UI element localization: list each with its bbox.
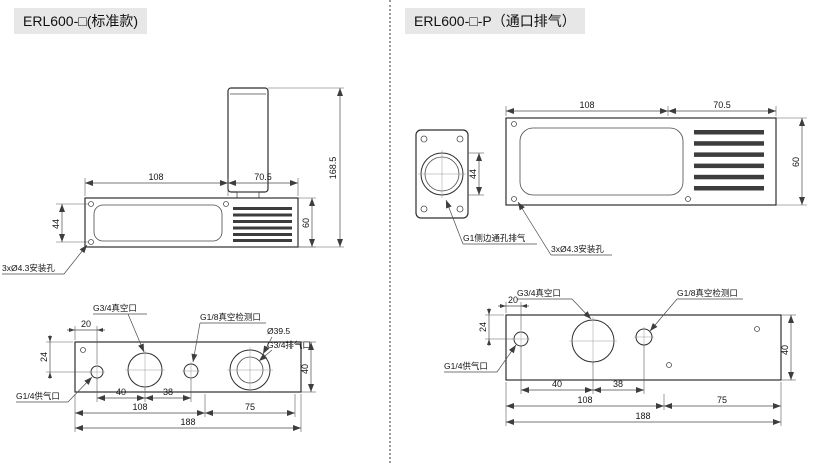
exhaust-top-view-labels: G3/4真空口 G1/8真空检测口 G1/4供气口: [444, 288, 743, 373]
mount-holes-label: 3xØ4.3安装孔: [2, 263, 55, 273]
exhaust-top-view-dimensions: 20 24 40 38: [478, 295, 796, 426]
flange-hole: [456, 135, 464, 143]
dim-24: 24: [39, 352, 49, 362]
dim-60: 60: [791, 157, 801, 167]
dim-44: 44: [468, 169, 478, 179]
side-exhaust-label: G1侧边通孔排气: [463, 233, 526, 243]
dim-40-width: 40: [780, 345, 790, 355]
dim-108: 108: [579, 100, 594, 110]
mount-hole: [685, 196, 691, 202]
standard-side-view-dimensions: 108 70.5 168.5 44 60: [51, 87, 344, 248]
body-slot: [93, 204, 223, 242]
vent-slots: [233, 207, 292, 242]
dim-40: 40: [552, 379, 562, 389]
vacuum-detect-label: G1/8真空检测口: [677, 288, 738, 298]
vacuum-port-label: G3/4真空口: [517, 288, 561, 298]
dim-108: 108: [132, 402, 147, 412]
port-exhaust-model-drawing: 44: [415, 100, 807, 426]
dim-188: 188: [635, 411, 650, 421]
dim-20: 20: [508, 295, 518, 305]
flange-hole: [420, 135, 428, 143]
flange-hole: [456, 205, 464, 213]
diameter-label: Ø39.5: [267, 326, 290, 336]
body-outline: [84, 197, 299, 248]
dim-40-width: 40: [300, 364, 310, 374]
panel-title-standard: ERL600-□(标准款): [14, 8, 148, 34]
silencer-neck: [236, 191, 260, 199]
flange-outline: [415, 129, 469, 219]
vacuum-detect-label: G1/8真空检测口: [200, 312, 261, 322]
dim-70-5: 70.5: [713, 100, 731, 110]
dim-38: 38: [163, 387, 173, 397]
top-view-outline: [74, 341, 302, 393]
top-view-outline: [505, 314, 782, 381]
dim-70-5: 70.5: [254, 172, 272, 182]
panel-title-port-exhaust: ERL600-□-P（通口排气）: [405, 8, 585, 34]
exhaust-side-view-dimensions: 108 70.5 60: [505, 100, 807, 206]
standard-mount-holes-callout: 3xØ4.3安装孔: [2, 244, 88, 275]
body-outline: [505, 117, 777, 206]
exhaust-mount-holes-callout: 3xØ4.3安装孔: [517, 201, 612, 256]
dim-60: 60: [301, 218, 311, 228]
dim-75: 75: [245, 402, 255, 412]
vent-slots: [694, 130, 764, 191]
exhaust-side-exhaust-callout: G1侧边通孔排气: [445, 199, 537, 245]
body-slot: [519, 127, 684, 196]
dim-108: 108: [148, 172, 163, 182]
exhaust-port-label: G3/4排气口: [267, 340, 311, 350]
exhaust-side-view: [505, 117, 777, 206]
mount-hole: [511, 196, 517, 202]
dim-168-5: 168.5: [328, 157, 338, 180]
mount-hole: [88, 239, 94, 245]
standard-top-view: [74, 341, 302, 393]
dim-20: 20: [81, 319, 91, 329]
panel-port-exhaust-model: ERL600-□-P（通口排气）: [391, 0, 830, 463]
mount-hole: [754, 326, 760, 332]
mount-hole: [511, 121, 517, 127]
standard-top-view-dimensions: 20 24 40 38: [39, 319, 316, 432]
standard-top-view-labels: G3/4真空口 G1/8真空检测口 Ø39.5 G3/4排气口 G1/4供气口: [16, 303, 311, 403]
vacuum-port-label: G3/4真空口: [93, 303, 137, 313]
dim-40: 40: [116, 387, 126, 397]
mount-hole: [80, 347, 86, 353]
panel-standard-model: ERL600-□(标准款): [0, 0, 389, 463]
mount-hole: [666, 362, 672, 368]
dim-44: 44: [51, 219, 61, 229]
dim-38: 38: [613, 379, 623, 389]
standard-model-drawing: 108 70.5 168.5 44 60 3xØ4.3安装孔: [2, 87, 344, 432]
dim-24: 24: [478, 322, 488, 332]
dim-75: 75: [717, 395, 727, 405]
mount-hole: [88, 201, 94, 207]
dim-108: 108: [577, 395, 592, 405]
panel-divider: [389, 0, 391, 463]
dim-188: 188: [180, 417, 195, 427]
exhaust-flange-dimension: 44: [468, 152, 484, 196]
mount-holes-label: 3xØ4.3安装孔: [551, 244, 604, 254]
flange-hole: [420, 205, 428, 213]
standard-side-view: [84, 87, 299, 248]
supply-port-label: G1/4供气口: [444, 361, 488, 371]
exhaust-top-view: [505, 314, 782, 381]
supply-port-label: G1/4供气口: [16, 391, 60, 401]
exhaust-end-view: [415, 129, 469, 219]
mount-hole: [223, 201, 229, 207]
